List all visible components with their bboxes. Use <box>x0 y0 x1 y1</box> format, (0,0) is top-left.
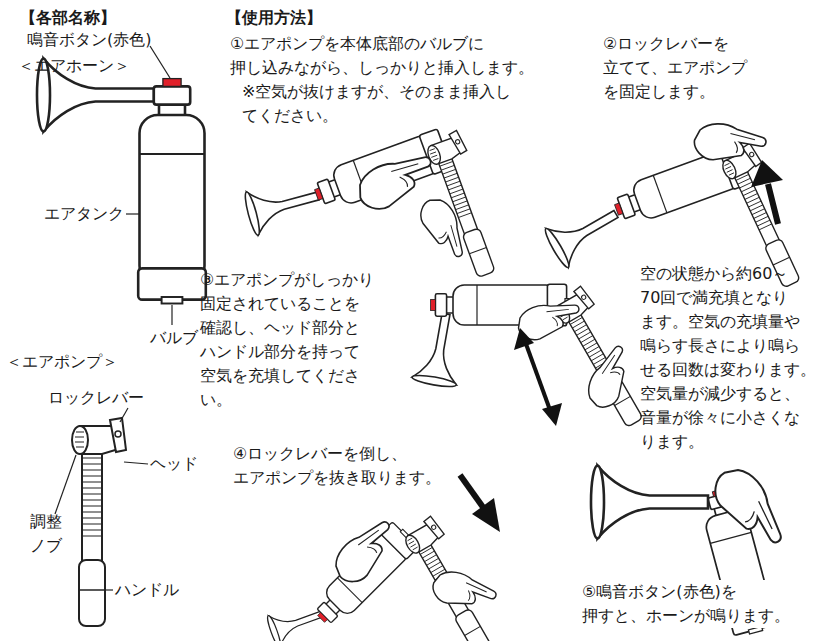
horn-bell <box>542 195 627 270</box>
section-heading: 【使用方法】 <box>226 6 322 30</box>
hand <box>327 515 405 589</box>
arrow-head <box>514 328 534 350</box>
horn-bell <box>243 174 324 236</box>
leader-line <box>150 46 170 78</box>
step-text: ①エアポンプを本体底部のバルブに 押し込みながら、しっかりと挿入します。 <box>230 32 550 80</box>
part-group: ＜エアポンプ＞ <box>6 350 118 374</box>
leader-line <box>124 462 148 464</box>
leader-line <box>105 589 113 590</box>
part-name: ロックレバー <box>48 386 144 410</box>
step-text: ②ロックレバーを 立てて、エアポンプ を固定します。 <box>603 32 763 104</box>
hand <box>429 566 499 618</box>
arrow-head <box>472 498 500 532</box>
leader-line <box>171 305 172 325</box>
leader-line <box>126 213 139 214</box>
hand <box>581 342 641 413</box>
step-text: ④ロックレバーを倒し、 エアポンプを抜き取ります。 <box>233 442 448 490</box>
part-name: ヘッド <box>150 452 198 476</box>
usage-note: 空の状態から約60～ 70回で満充填となり ます。空気の充填量や 鳴らす長さによ… <box>640 262 822 454</box>
hand <box>416 194 468 264</box>
direction-arrow <box>768 184 778 224</box>
horn-tank <box>138 79 206 304</box>
section-heading: 【各部名称】 <box>20 6 116 30</box>
leader-line <box>120 408 128 422</box>
part-group: ＜エアホーン＞ <box>18 54 130 78</box>
horn-bell <box>266 598 328 641</box>
hand <box>692 120 768 169</box>
motion-arrow <box>526 344 550 410</box>
part-name: 調整 ノブ <box>30 510 70 558</box>
part-name: ハンドル <box>115 578 179 602</box>
arrow-head <box>751 160 783 187</box>
step-note: ※空気が抜けますが、そのまま挿入し てください。 <box>242 80 552 128</box>
arrow-head <box>542 403 562 426</box>
horn-bell <box>591 466 708 539</box>
part-name: バルブ <box>150 326 198 350</box>
part-name: エアタンク <box>44 202 124 226</box>
air-pump <box>400 515 506 641</box>
step-text: ③エアポンプがしっかり 固定されていることを 確認し、ヘッド部分と ハンドル部分… <box>200 268 385 412</box>
part-name: 鳴音ボタン(赤色) <box>27 28 151 52</box>
hand <box>707 460 789 557</box>
leader-line <box>55 455 76 514</box>
direction-arrow <box>460 475 485 510</box>
step-text: ⑤鳴音ボタン(赤色)を 押すと、ホーンが鳴ります。 <box>582 580 802 628</box>
